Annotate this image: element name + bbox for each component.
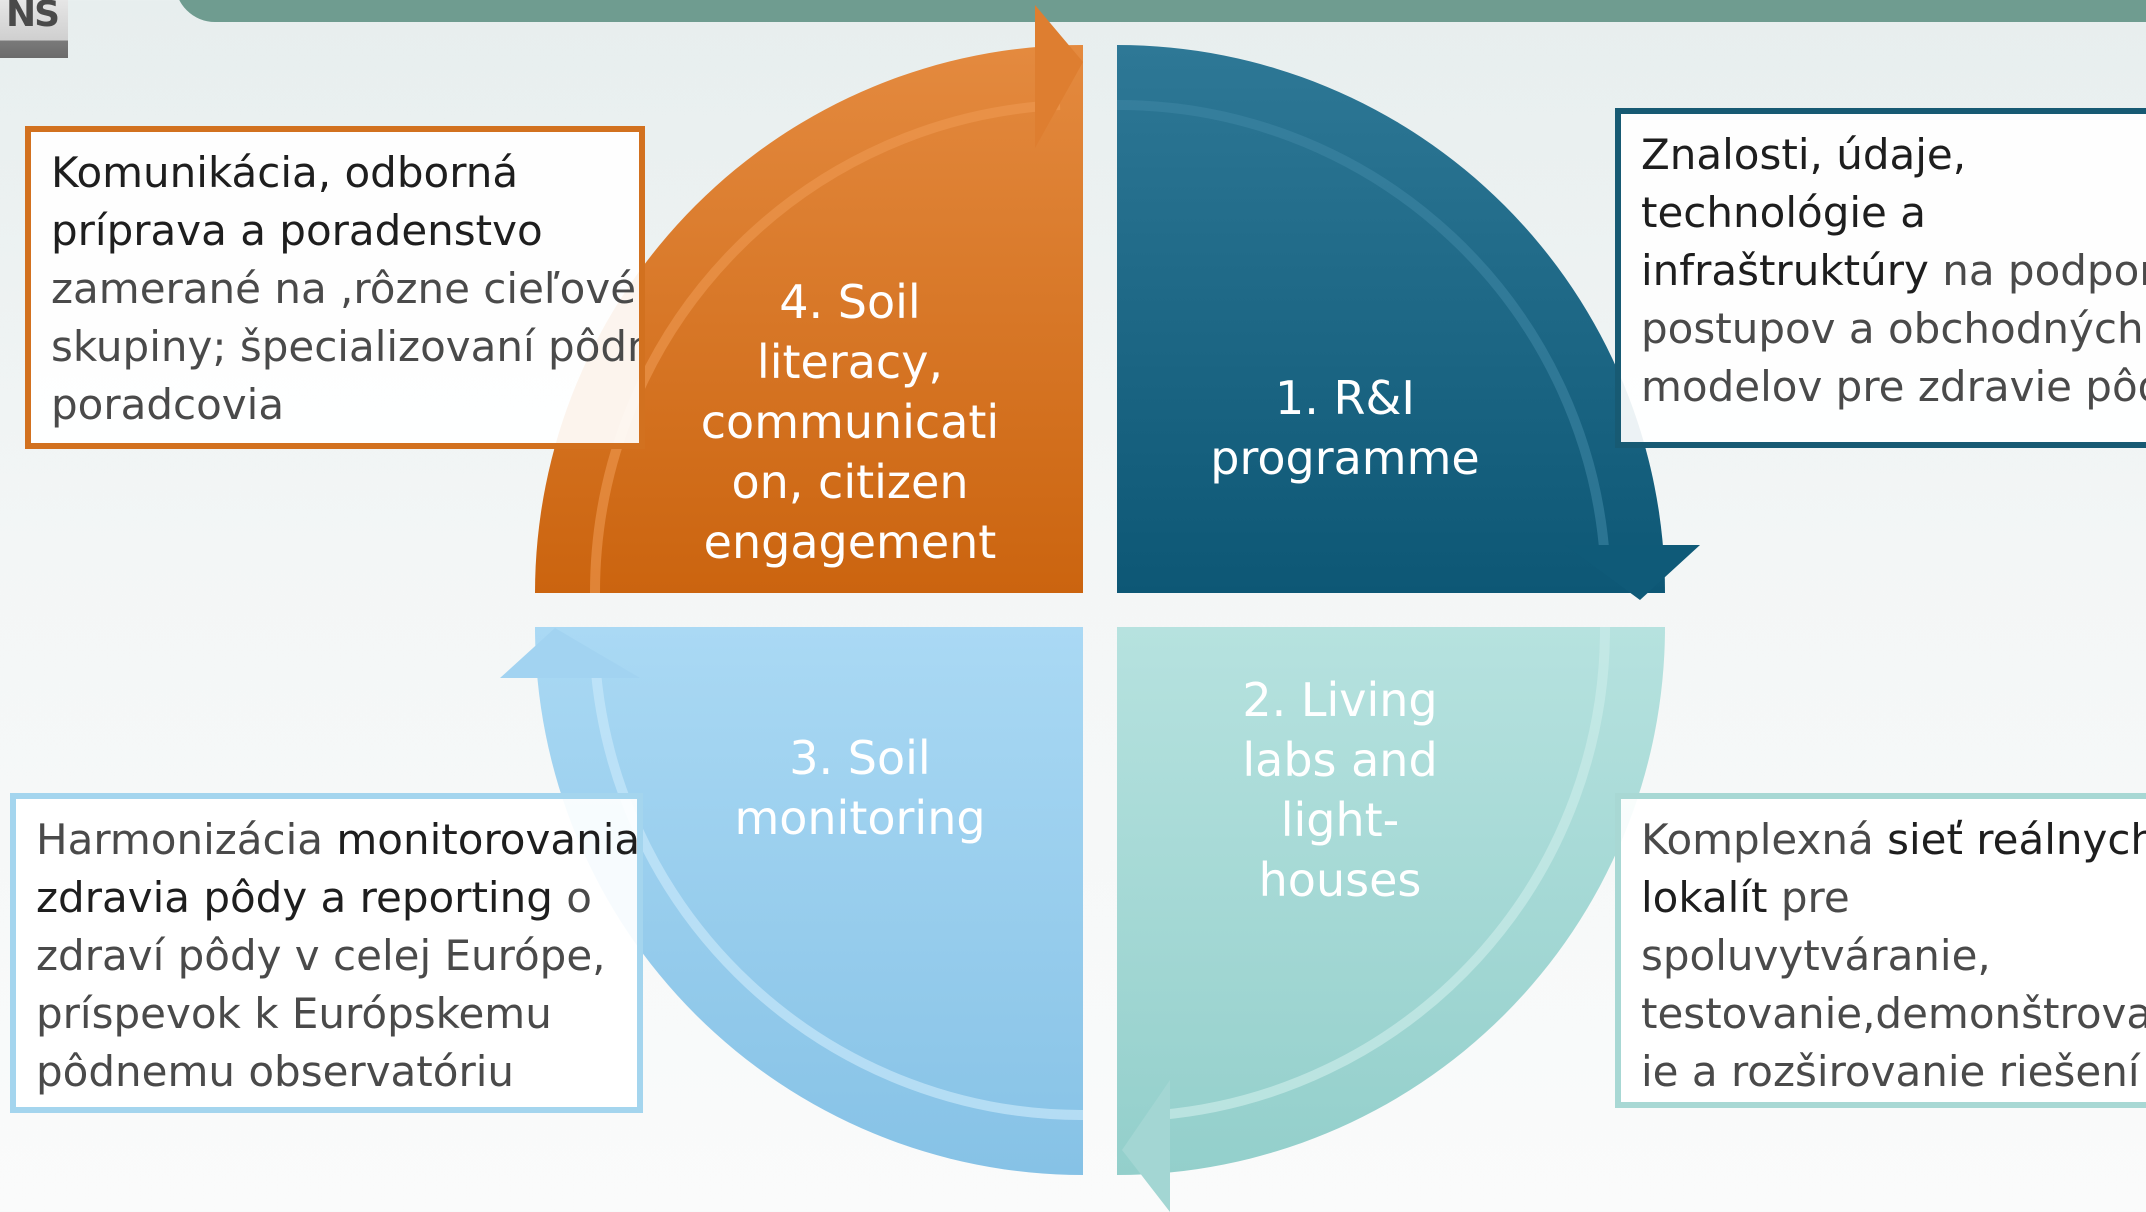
arrow-head-blue [1565,545,1700,600]
label-soil-literacy: 4. Soil literacy, communicati on, citize… [700,275,1000,569]
text-box-living-labs: Komplexná sieť reálnych lokalít pre spol… [1615,793,2146,1108]
quadrant-3-soil-monitoring [535,627,1083,1175]
header-bar [175,0,2146,22]
arc-band-light [590,659,1084,1121]
quadrant-4-soil-literacy [535,45,1083,593]
text-box-communication: Komunikácia, odborná príprava a poradens… [25,126,645,449]
label-ri-programme: 1. R&I programme [1210,371,1480,485]
logo: NS [0,0,68,58]
label-soil-monitoring: 3. Soil monitoring [734,731,986,845]
text-box-monitoring: Harmonizácia monitorovania zdravia pôdy … [10,793,643,1113]
arrow-head-orange [1035,5,1083,148]
label-living-labs: 2. Living labs and light- houses [1242,673,1438,907]
arc-band-orange [589,100,1061,594]
arrow-head-light [500,628,640,678]
quadrant-2-living-labs [1117,627,1665,1175]
arrow-head-teal [1122,1080,1170,1212]
arc-band-blue [1116,99,1610,561]
quadrant-1-ri-programme [1117,45,1665,593]
arc-band-teal [1159,626,1611,1120]
text-box-knowledge: Znalosti, údaje, technológie a infraštru… [1615,108,2146,448]
